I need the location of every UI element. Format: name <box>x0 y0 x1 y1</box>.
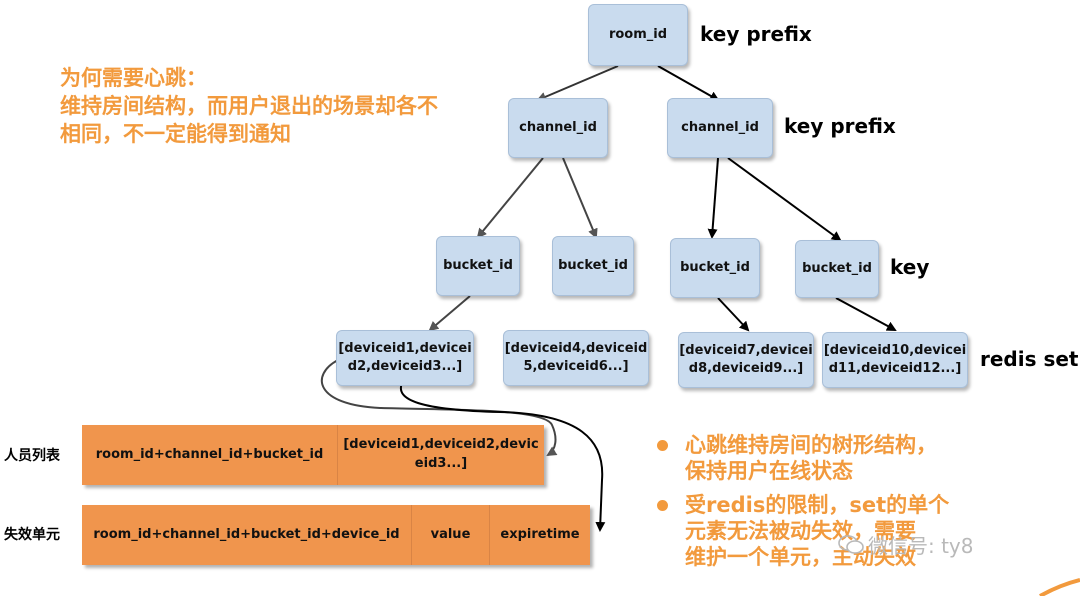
row-label-expire-unit: 失效单元 <box>4 527 60 543</box>
node-set-3-line1: [deviceid7,devicei <box>679 343 813 359</box>
node-set-1-line1: [deviceid1,devicei <box>338 341 472 357</box>
tag-redis-set: redis set <box>980 347 1079 371</box>
node-set-2-line1: [deviceid4,deviceid <box>504 341 648 357</box>
bullet-dot-icon <box>657 500 668 511</box>
expire-unit-key-cell: room_id+channel_id+bucket_id+device_id <box>82 505 412 565</box>
node-set-2-line2: 5,deviceid6...] <box>523 359 629 374</box>
node-set-3: [deviceid7,devicei d8,deviceid9...] <box>678 332 814 388</box>
node-channel-1: channel_id <box>508 98 608 158</box>
expire-unit-expiretime-cell: expiretime <box>500 526 580 542</box>
node-room-id: room_id <box>588 4 688 66</box>
node-set-4-line1: [deviceid10,devicei <box>823 343 967 359</box>
wechat-icon <box>838 534 864 554</box>
watermark-text: 微信号: ty8 <box>868 534 974 558</box>
node-set-1: [deviceid1,devicei d2,deviceid3...] <box>336 330 474 386</box>
edge-channel2-bucket3 <box>707 157 719 239</box>
bullet-1-line1: 心跳维持房间的树形结构， <box>685 433 937 457</box>
node-bucket-1: bucket_id <box>436 236 520 296</box>
heartbeat-intro: 为何需要心跳： 维持房间结构，而用户退出的场景却各不相同，不一定能得到通知 <box>60 64 455 148</box>
node-set-1-line2: d2,deviceid3...] <box>347 359 463 374</box>
tag-key-prefix-root: key prefix <box>700 22 812 46</box>
bullet-2-line3: 维护一个单元，主动失效 <box>685 545 916 569</box>
member-list-key-cell: room_id+channel_id+bucket_id <box>82 425 338 485</box>
node-channel-2: channel_id <box>667 98 773 158</box>
expire-unit-value-cell: value <box>412 505 490 565</box>
edge-channel2-bucket4 <box>727 157 842 242</box>
bullet-dot-icon <box>657 440 668 451</box>
expire-unit-bar: room_id+channel_id+bucket_id+device_id v… <box>82 505 590 565</box>
node-bucket-2: bucket_id <box>552 236 634 296</box>
node-bucket-3-label: bucket_id <box>680 260 750 276</box>
node-set-2: [deviceid4,deviceid 5,deviceid6...] <box>503 330 649 386</box>
node-set-3-line2: d8,deviceid9...] <box>688 361 804 376</box>
member-list-value-cell: [deviceid1,deviceid2,devic eid3...] <box>343 437 539 471</box>
bullet-2-line1: 受redis的限制，set的单个 <box>685 493 950 517</box>
row-label-member-list: 人员列表 <box>4 448 60 464</box>
bullet-heartbeat: 心跳维持房间的树形结构， 保持用户在线状态 <box>655 432 1035 484</box>
node-bucket-4-label: bucket_id <box>802 261 872 277</box>
wechat-watermark: 微信号: ty8 <box>838 530 974 559</box>
edge-channel1-bucket1 <box>476 157 544 239</box>
intro-body: 维持房间结构，而用户退出的场景却各不相同，不一定能得到通知 <box>60 94 438 146</box>
edge-bucket4-set4 <box>835 297 897 331</box>
tag-key-bucket: key <box>890 255 930 279</box>
bullet-2-line2: 元素无法被动失效，需要 <box>685 519 916 543</box>
edge-root-channel2 <box>657 65 720 101</box>
curve-set1-to-expire-unit <box>399 382 606 532</box>
bullet-redis-limit: 受redis的限制，set的单个 元素无法被动失效，需要 维护一个单元，主动失效 <box>655 492 1035 570</box>
node-bucket-2-label: bucket_id <box>558 258 628 274</box>
edge-root-channel1 <box>536 65 619 102</box>
decorative-arc <box>1039 578 1080 596</box>
node-bucket-4: bucket_id <box>795 240 879 298</box>
bullet-1-line2: 保持用户在线状态 <box>685 459 853 483</box>
edge-channel1-bucket2 <box>562 157 598 239</box>
node-bucket-3: bucket_id <box>670 238 760 298</box>
node-room-id-label: room_id <box>608 27 668 43</box>
bullet-list: 心跳维持房间的树形结构， 保持用户在线状态 受redis的限制，set的单个 元… <box>655 432 1035 578</box>
edge-bucket3-set3 <box>717 297 750 332</box>
node-bucket-1-label: bucket_id <box>443 258 513 274</box>
node-channel-1-label: channel_id <box>519 120 597 136</box>
node-set-4: [deviceid10,devicei d11,deviceid12...] <box>822 332 968 388</box>
node-channel-2-label: channel_id <box>681 120 759 136</box>
intro-heading: 为何需要心跳： <box>60 66 207 90</box>
member-list-bar: room_id+channel_id+bucket_id [deviceid1,… <box>82 425 544 485</box>
node-set-4-line2: d11,deviceid12...] <box>828 361 962 376</box>
tag-key-prefix-channel: key prefix <box>784 114 896 138</box>
edge-bucket1-set1 <box>428 295 471 332</box>
